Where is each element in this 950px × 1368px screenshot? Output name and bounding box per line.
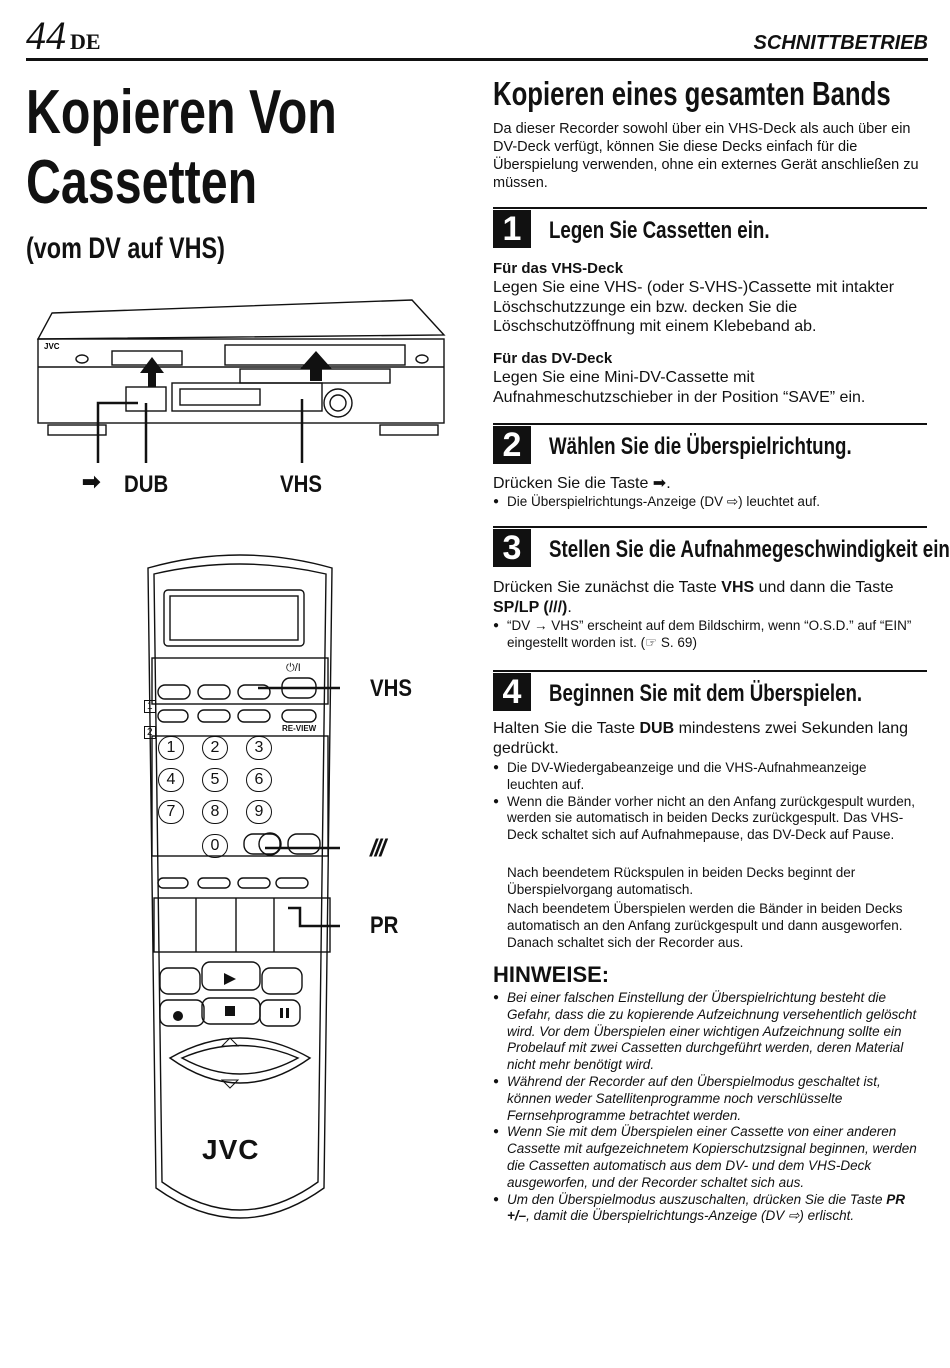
dub-arrow-icon: ➡ — [82, 469, 101, 494]
remote-power-label: ⏻/I — [286, 662, 301, 674]
step4-bullet: Wenn die Bänder vorher nicht an den Anfa… — [493, 794, 921, 844]
step4-title: Beginnen Sie mit dem Überspielen. — [549, 680, 863, 707]
remote-key-4[interactable]: 4 — [158, 768, 184, 792]
step4-extra2: Nach beendetem Überspielen werden die Bä… — [507, 901, 903, 950]
step1-text1: Legen Sie eine VHS- (oder S-VHS-)Cassett… — [493, 279, 895, 335]
step4-bullet: Die DV-Wiedergabeanzeige und die VHS-Auf… — [493, 760, 921, 794]
remote-mark-1: 1 — [144, 700, 156, 713]
step1-title: Legen Sie Cassetten ein. — [549, 217, 770, 244]
page-subtitle: (vom DV auf VHS) — [26, 232, 225, 265]
step4-bullets: Die DV-Wiedergabeanzeige und die VHS-Auf… — [493, 760, 921, 844]
step3-bullets: “DV → VHS” erscheint auf dem Bildschirm,… — [493, 618, 913, 652]
remote-body — [147, 554, 360, 1219]
step2-bullet: Die Überspielrichtungs-Anzeige (DV ⇨) le… — [493, 494, 927, 511]
step4-text-b: DUB — [639, 720, 675, 737]
remote-key-7[interactable]: 7 — [158, 800, 184, 824]
step3-text-e: . — [567, 598, 572, 616]
step2-number: 2 — [493, 426, 531, 464]
dub-label: DUB — [124, 471, 169, 498]
remote-illustration: ⏻/I RE-VIEW 1 2 1 2 3 4 5 6 7 8 9 0 JVC … — [140, 548, 412, 1248]
step1-sub2: Für das DV-Deck — [493, 350, 613, 367]
remote-brand-logo: JVC — [202, 1134, 260, 1165]
page-lang: DE — [70, 29, 101, 54]
remote-key-9[interactable]: 9 — [246, 800, 272, 824]
step2-title: Wählen Sie die Überspielrichtung. — [549, 433, 852, 460]
section-title: SCHNITTBETRIEB — [753, 32, 928, 54]
step4-text: Halten Sie die Taste DUB mindestens zwei… — [493, 719, 913, 758]
page-title-line1: Kopieren Von — [26, 78, 337, 147]
step3-number: 3 — [493, 529, 531, 567]
step4-text-c: mindestens zwei Sekunden lang gedrückt. — [493, 720, 909, 757]
section-heading: Kopieren eines gesamten Bands — [493, 75, 891, 112]
note-item: Wenn Sie mit dem Überspielen einer Casse… — [493, 1124, 921, 1191]
step3-title: Stellen Sie die Aufnahmegeschwindigkeit … — [549, 536, 950, 563]
step3-text-b: VHS — [721, 579, 755, 596]
note4-a: Um den Überspielmodus auszuschalten, drü… — [507, 1191, 887, 1207]
page-number-value: 44 — [26, 13, 66, 58]
remote-pr-label: PR — [370, 912, 399, 939]
notes-list: Bei einer falschen Einstellung der Übers… — [493, 990, 921, 1225]
step1-rule — [493, 207, 927, 209]
remote-key-0[interactable]: 0 — [202, 834, 228, 858]
step3-text: Drücken Sie zunächst die Taste VHS und d… — [493, 578, 927, 617]
remote-key-1[interactable]: 1 — [158, 736, 184, 760]
vhs-label-vcr: VHS — [280, 471, 322, 498]
page-title-line2: Cassetten — [26, 148, 258, 217]
remote-key-3[interactable]: 3 — [246, 736, 272, 760]
step3-text-d: SP/LP (///) — [493, 598, 568, 616]
notes-heading: HINWEISE: — [493, 962, 610, 987]
step4-rule — [493, 670, 927, 672]
step1-number: 1 — [493, 210, 531, 248]
step4-number: 4 — [493, 673, 531, 711]
step1-text2: Legen Sie eine Mini-DV-Cassette mit Aufn… — [493, 369, 866, 406]
remote-review-label: RE-VIEW — [282, 724, 317, 733]
intro-text: Da dieser Recorder sowohl über ein VHS-D… — [493, 121, 919, 191]
step4-extra1: Nach beendetem Rückspulen in beiden Deck… — [507, 865, 856, 897]
step3-text-c: und dann die Taste — [754, 579, 894, 596]
step2-bullets: Die Überspielrichtungs-Anzeige (DV ⇨) le… — [493, 494, 927, 511]
svg-text:JVC: JVC — [44, 342, 60, 351]
remote-splp-label: /// — [370, 835, 386, 862]
remote-key-6[interactable]: 6 — [246, 768, 272, 792]
note4-b: PR +/– — [507, 1191, 905, 1224]
step1-sub1: Für das VHS-Deck — [493, 260, 624, 277]
step3-text-a: Drücken Sie zunächst die Taste — [493, 579, 722, 596]
step4-text-a: Halten Sie die Taste — [493, 720, 640, 737]
remote-mark-2: 2 — [144, 726, 156, 739]
note-item: Während der Recorder auf den Überspielmo… — [493, 1074, 921, 1124]
note-item: Bei einer falschen Einstellung der Übers… — [493, 990, 921, 1074]
vcr-illustration: JVC ➡ DUB VHS — [30, 295, 450, 505]
note4-c: , damit die Überspielrichtungs-Anzeige (… — [526, 1208, 855, 1224]
remote-key-2[interactable]: 2 — [202, 736, 228, 760]
remote-vhs-label: VHS — [370, 675, 412, 702]
remote-key-8[interactable]: 8 — [202, 800, 228, 824]
step3-rule — [493, 526, 927, 528]
vcr-drawing: JVC — [36, 299, 446, 463]
step3-bullet: “DV → VHS” erscheint auf dem Bildschirm,… — [493, 618, 913, 652]
header-rule — [26, 58, 928, 61]
note-item: Um den Überspielmodus auszuschalten, drü… — [493, 1192, 921, 1226]
step2-text: Drücken Sie die Taste ➡. — [493, 475, 671, 492]
step2-rule — [493, 423, 927, 425]
remote-key-5[interactable]: 5 — [202, 768, 228, 792]
